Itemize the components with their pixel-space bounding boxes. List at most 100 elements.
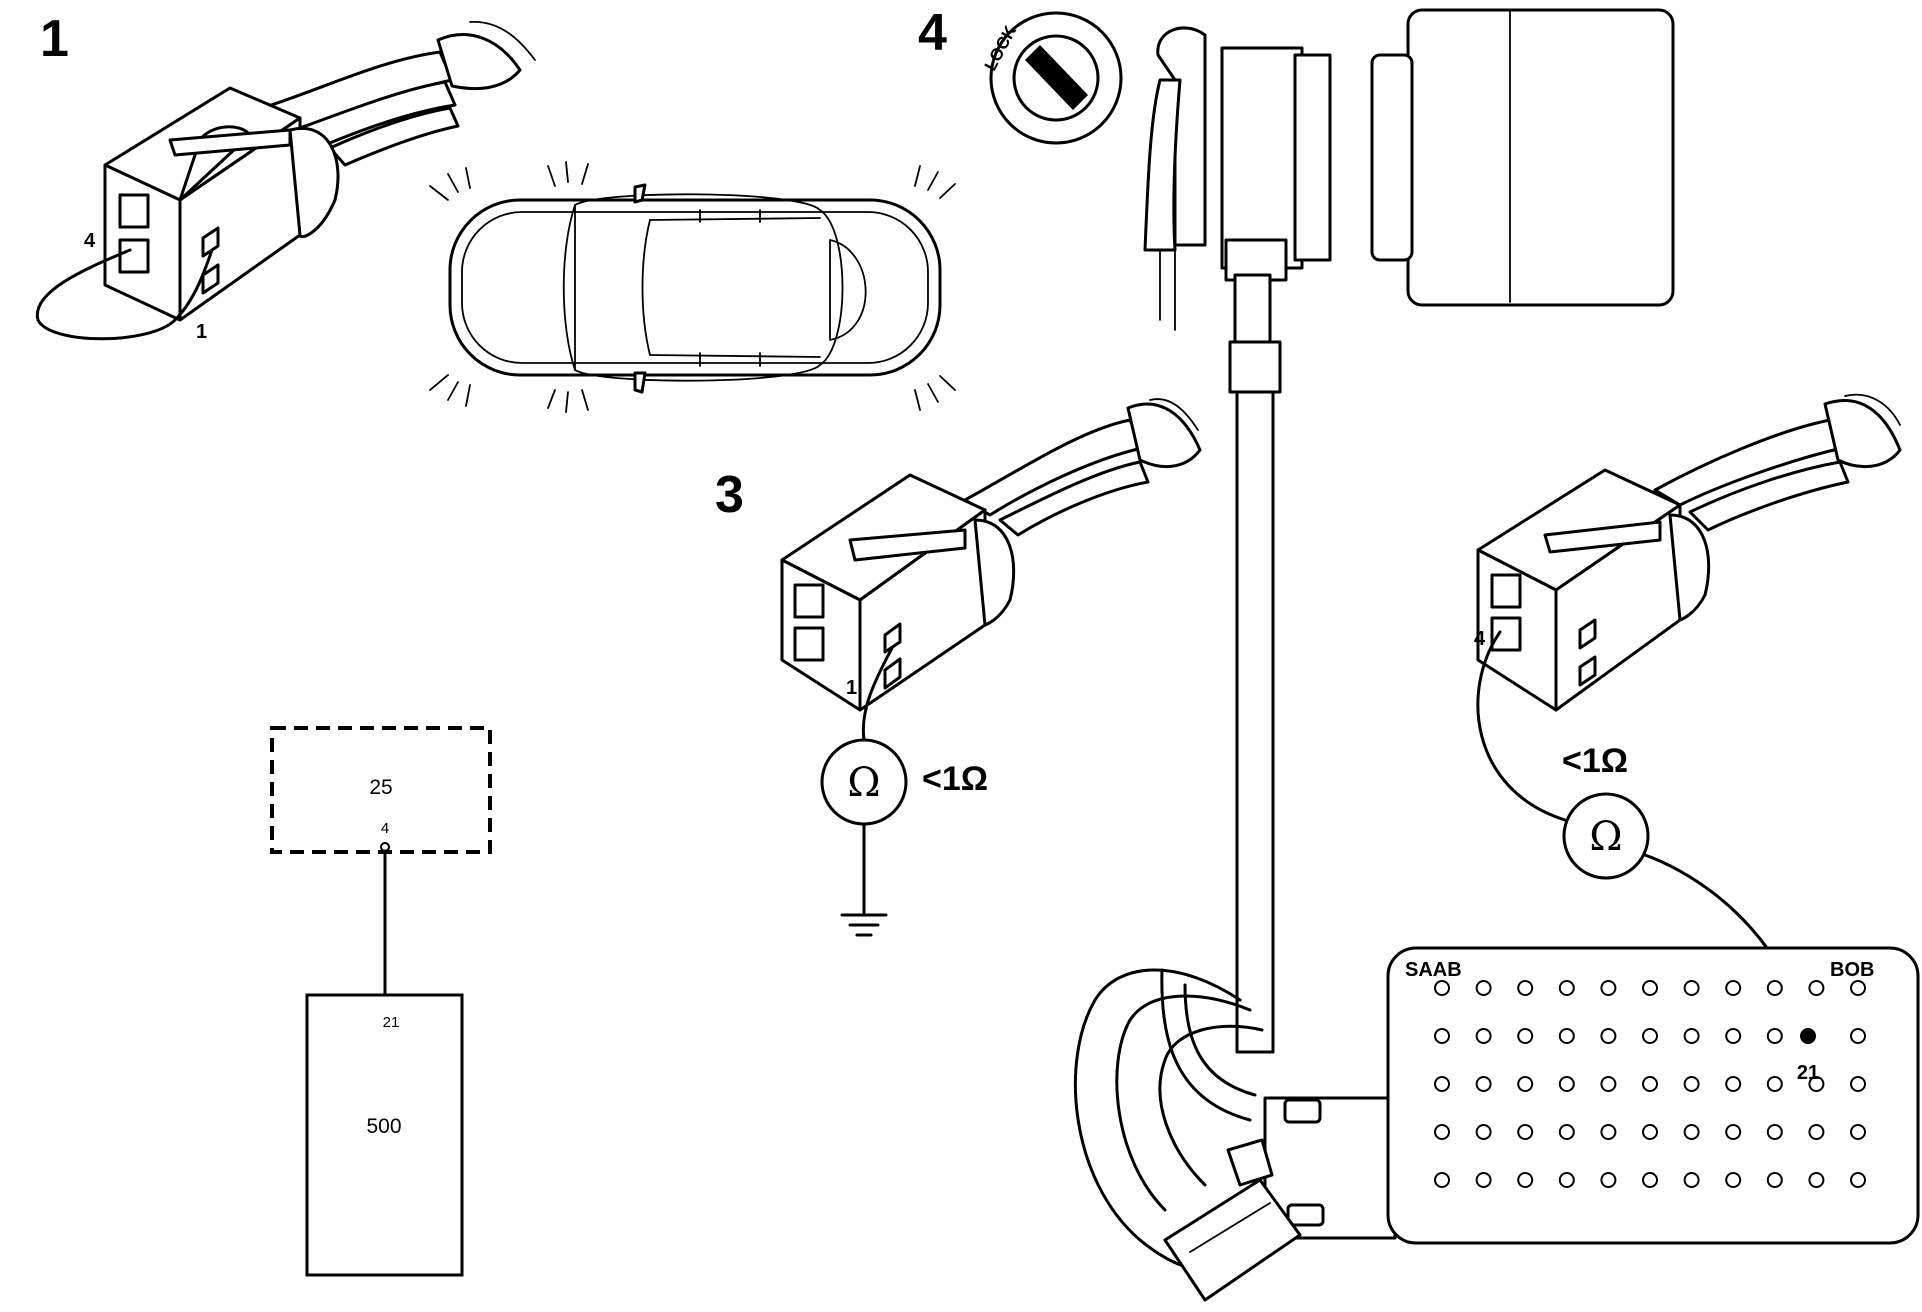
bob-pin: [1725, 1124, 1742, 1140]
component-25-box: [270, 726, 492, 854]
step-1-group: 1 4 1: [35, 10, 536, 343]
connector-3: [780, 473, 1016, 712]
bob-pin: [1808, 980, 1825, 996]
step-4-group: 4 LOCK: [918, 4, 1123, 145]
step3-pin-label: 1: [846, 677, 857, 699]
bob-pin: [1725, 1028, 1742, 1044]
ohm-symbol-3: Ω: [847, 760, 880, 806]
component-25-pin: 4: [381, 820, 389, 837]
probe-wire-3: [861, 646, 894, 742]
bob-brand-right: BOB: [1830, 959, 1874, 981]
probe-wire-right-a: [1476, 630, 1567, 822]
bob-active-pin: [1800, 1028, 1816, 1044]
bob-pin: [1642, 1076, 1658, 1092]
ohmmeter-3: Ω: [820, 738, 908, 826]
reading-right: <1Ω: [1562, 742, 1628, 780]
bob-pin: [1517, 1028, 1534, 1044]
bob-pin: [1517, 980, 1534, 996]
bob-pin: [1434, 1124, 1450, 1140]
car-top-view: [429, 161, 956, 413]
bob-pin: [1766, 1124, 1783, 1140]
bob-pin: [1600, 980, 1617, 996]
pin-4-label: 4: [84, 230, 96, 252]
bob-pin: [1725, 1172, 1742, 1188]
bob-pin: [1725, 1076, 1742, 1092]
bob-pin: [1642, 980, 1658, 996]
bob-pin: [1600, 1076, 1617, 1092]
bob-pin: [1850, 1124, 1866, 1140]
component-500-box: [305, 993, 464, 1277]
reading-3: <1Ω: [922, 760, 988, 798]
bob-pin: [1808, 1076, 1825, 1092]
connector-right: [1476, 468, 1711, 712]
bob-pin: [1642, 1124, 1658, 1140]
bob-pin: [1517, 1124, 1534, 1140]
bob-pin: [1558, 1028, 1575, 1044]
bob-pin: [1475, 1076, 1492, 1092]
bob-pin: [1850, 980, 1866, 996]
bob-pin: [1434, 1076, 1450, 1092]
bob-pin: [1558, 1076, 1575, 1092]
bob-pin: [1475, 1172, 1492, 1188]
bob-pin: [1808, 1124, 1825, 1140]
bob-pin: [1600, 1124, 1617, 1140]
component-25-label: 25: [369, 776, 392, 799]
bob-pin: [1683, 1172, 1700, 1188]
pin-1-label: 1: [196, 321, 207, 343]
bob-pin: [1850, 1172, 1866, 1188]
adapter-harness: [1073, 8, 1675, 1302]
bob-pin: [1517, 1076, 1534, 1092]
bob-pin: [1475, 1124, 1492, 1140]
step-4-number: 4: [918, 4, 947, 62]
bob-pin: [1475, 980, 1492, 996]
ohm-symbol-right: Ω: [1589, 814, 1622, 860]
right-pin-label: 4: [1474, 628, 1486, 650]
bob-pin: [1642, 1028, 1658, 1044]
bob-pin: [1517, 1172, 1534, 1188]
bob-pin: [1808, 1172, 1825, 1188]
connector-1: [103, 86, 340, 322]
bob-pin: [1434, 980, 1450, 996]
wire-bundle-right: [1653, 393, 1902, 532]
hazard-flash-rays: [429, 161, 956, 413]
bob-pin-grid: [1434, 980, 1866, 1188]
bob-pin: [1850, 1076, 1866, 1092]
bob-pin: [1683, 1076, 1700, 1092]
control-module: [1406, 8, 1675, 307]
bob-pin: [1683, 1028, 1700, 1044]
bob-pin: [1475, 1028, 1492, 1044]
jumper-wire: [35, 248, 214, 341]
ignition-lock: LOCK: [981, 11, 1123, 145]
right-measure-group: 4 Ω <1Ω: [1474, 393, 1902, 1037]
wiring-schematic: 25 4 21 500: [270, 726, 492, 1277]
bob-pin: [1434, 1028, 1450, 1044]
bob-pin: [1600, 1172, 1617, 1188]
bob-pin: [1766, 1076, 1783, 1092]
bob-pin: [1558, 980, 1575, 996]
bob-pin: [1642, 1172, 1658, 1188]
wire-bundle-3: [963, 398, 1202, 537]
bob-pin: [1766, 980, 1783, 996]
component-500-label: 500: [366, 1115, 401, 1138]
bob-brand-left: SAAB: [1405, 959, 1462, 981]
bob-pin: [1725, 980, 1742, 996]
step-3-group: 3 1 Ω <1Ω: [715, 398, 1202, 937]
bob-pin: [1766, 1028, 1783, 1044]
ground-icon: [840, 913, 888, 937]
bob-pin: [1558, 1124, 1575, 1140]
component-500-pin: 21: [383, 1014, 400, 1031]
ohmmeter-right: Ω: [1562, 792, 1650, 880]
bob-active-pin-label: 21: [1797, 1062, 1819, 1084]
bob-pin: [1683, 980, 1700, 996]
breakout-box: SAAB BOB 21: [1386, 946, 1920, 1245]
bob-pin: [1600, 1028, 1617, 1044]
step-1-number: 1: [40, 10, 69, 68]
step-3-number: 3: [715, 466, 744, 524]
bob-pin: [1766, 1172, 1783, 1188]
wire-bundle-1: [260, 21, 536, 167]
bob-pin: [1850, 1028, 1866, 1044]
bob-pin: [1434, 1172, 1450, 1188]
bob-pin: [1558, 1172, 1575, 1188]
bob-pin: [1683, 1124, 1700, 1140]
